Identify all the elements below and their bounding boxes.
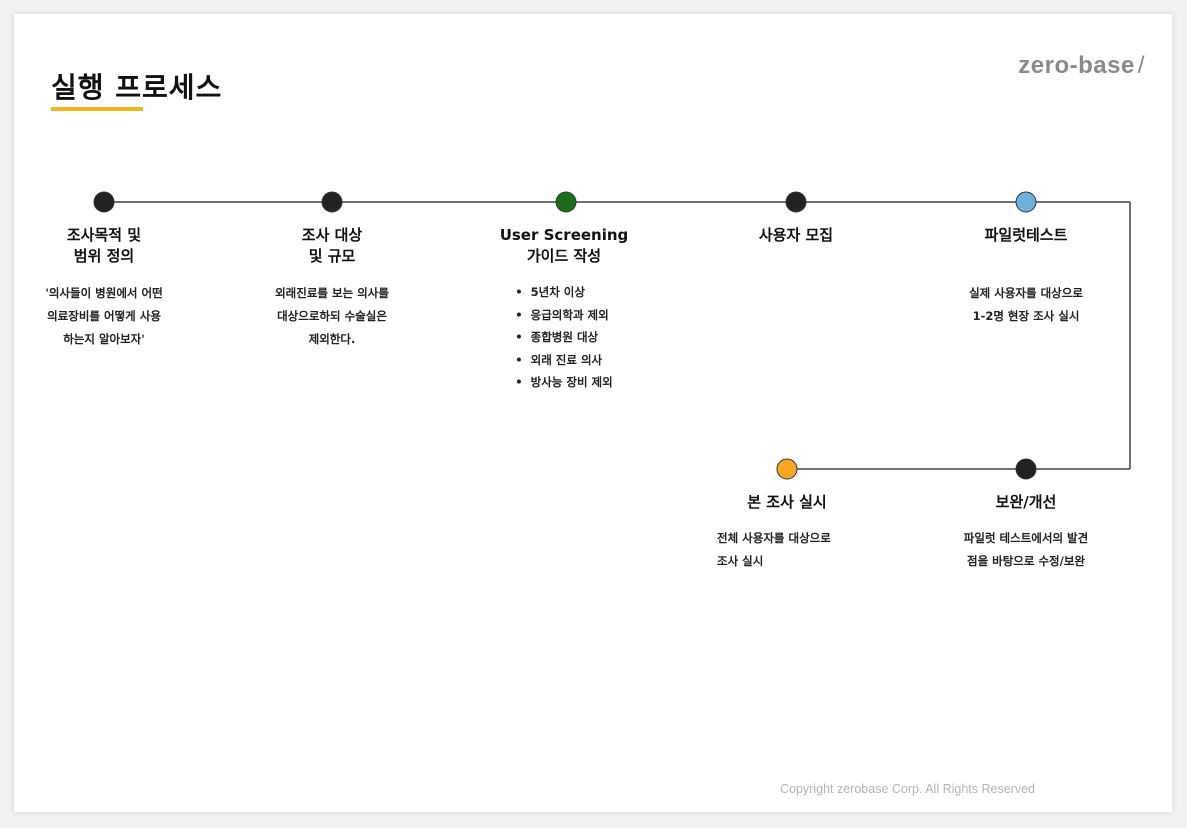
step-title: 파일럿테스트 <box>984 226 1068 244</box>
list-item: 외래 진료 의사 <box>515 349 612 372</box>
step-title: 조사 대상 및 규모 <box>301 226 363 265</box>
node-step-6 <box>1015 458 1037 480</box>
list-item: 5년차 이상 <box>515 281 612 304</box>
slide: 실행 프로세스 zero-base/ 조사목적 및 범위 정의 '의사들이 병원… <box>14 14 1172 812</box>
brand-name: zero-base <box>1018 52 1135 79</box>
step-pilot-test: 파일럿테스트 실제 사용자를 대상으로 1-2명 현장 조사 실시 <box>926 225 1126 328</box>
step-description: '의사들이 병원에서 어떤 의료장비를 어떻게 사용 하는지 알아보자' <box>45 286 163 346</box>
step-define-scope: 조사목적 및 범위 정의 '의사들이 병원에서 어떤 의료장비를 어떻게 사용 … <box>4 225 204 351</box>
step-title: 조사목적 및 범위 정의 <box>66 226 142 265</box>
node-step-4 <box>785 191 807 213</box>
brand-slash: / <box>1137 52 1145 79</box>
node-step-5 <box>1015 191 1037 213</box>
step-main-survey: 본 조사 실시 전체 사용자를 대상으로 조사 실시 <box>687 492 887 573</box>
list-item: 종합병원 대상 <box>515 326 612 349</box>
step-description: 파일럿 테스트에서의 발견 점을 바탕으로 수정/보완 <box>963 531 1089 568</box>
list-item: 방사능 장비 제외 <box>515 371 613 394</box>
step-description: 실제 사용자를 대상으로 1-2명 현장 조사 실시 <box>969 286 1083 323</box>
node-step-3 <box>555 191 577 213</box>
copyright-notice: Copyright zerobase Corp. All Rights Rese… <box>780 782 1035 796</box>
page-title: 실행 프로세스 <box>51 71 223 104</box>
step-title: 보완/개선 <box>995 493 1057 511</box>
step-description: 외래진료를 보는 의사를 대상으로하되 수술실은 제외한다. <box>275 286 389 346</box>
step-title: User Screening 가이드 작성 <box>499 226 629 265</box>
title-underline <box>51 107 143 111</box>
step-recruit-users: 사용자 모집 <box>696 225 896 246</box>
node-step-7 <box>776 458 798 480</box>
list-item: 응급의학과 제외 <box>515 304 612 327</box>
step-improve: 보완/개선 파일럿 테스트에서의 발견 점을 바탕으로 수정/보완 <box>926 492 1126 573</box>
node-step-2 <box>321 191 343 213</box>
step-description: 전체 사용자를 대상으로 조사 실시 <box>717 531 831 568</box>
node-step-1 <box>93 191 115 213</box>
step-title: 사용자 모집 <box>758 226 834 244</box>
brand-logo: zero-base/ <box>1018 52 1145 80</box>
process-flow-diagram <box>93 191 1131 480</box>
step-screening-guide: User Screening 가이드 작성 5년차 이상 응급의학과 제외 종합… <box>464 225 664 394</box>
screening-criteria-list: 5년차 이상 응급의학과 제외 종합병원 대상 외래 진료 의사 방사능 장비 … <box>515 281 613 394</box>
step-target-scale: 조사 대상 및 규모 외래진료를 보는 의사를 대상으로하되 수술실은 제외한다… <box>232 225 432 351</box>
step-title: 본 조사 실시 <box>747 493 827 511</box>
